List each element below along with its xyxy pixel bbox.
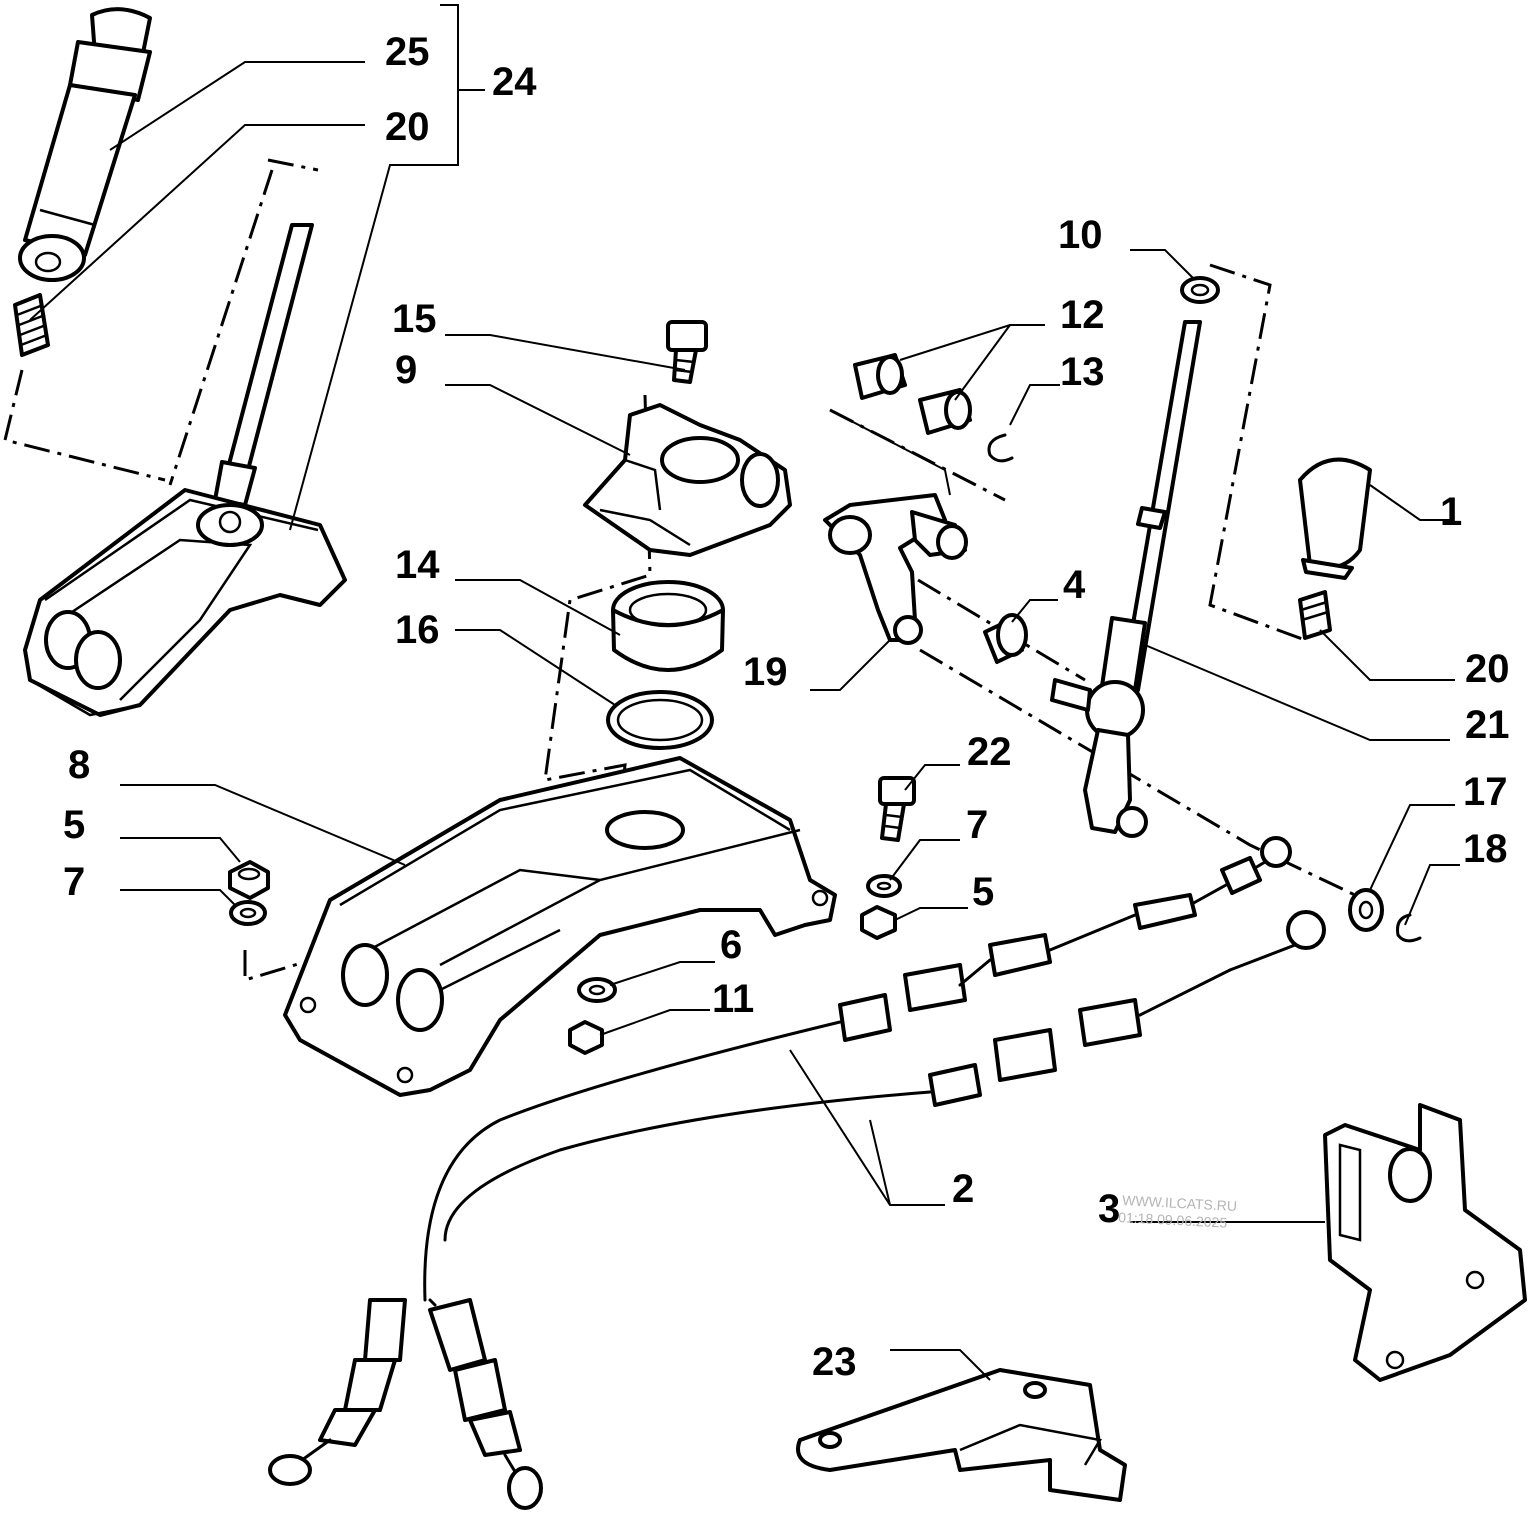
leader-1 bbox=[1369, 484, 1450, 521]
part-2-cables bbox=[268, 836, 1326, 1510]
part-24-lever-assembly bbox=[23, 223, 347, 717]
leader-15 bbox=[445, 334, 686, 371]
part-10-cap bbox=[1180, 276, 1220, 304]
callout-11: 11 bbox=[712, 977, 754, 1021]
leader-17 bbox=[1369, 804, 1455, 891]
axis-line bbox=[168, 169, 274, 486]
leader-21 bbox=[1144, 644, 1450, 741]
callout-20-left: 20 bbox=[385, 105, 430, 149]
part-7-washer-left bbox=[229, 900, 267, 926]
leader-14 bbox=[455, 579, 621, 636]
leader-12-lever bbox=[829, 409, 951, 496]
part-16-o-ring bbox=[606, 690, 714, 750]
leader-20b bbox=[1319, 629, 1455, 681]
leader-7b bbox=[889, 839, 960, 881]
callout-7-right: 7 bbox=[966, 803, 988, 847]
leader-7a bbox=[120, 889, 236, 906]
leader-12 bbox=[899, 324, 1045, 401]
part-7-washer-right bbox=[866, 874, 902, 898]
part-25-lever-rod bbox=[18, 7, 152, 282]
callout-19: 19 bbox=[743, 650, 788, 694]
part-11-nut bbox=[568, 1020, 604, 1055]
callout-23: 23 bbox=[812, 1340, 857, 1384]
leader-5b bbox=[894, 907, 968, 921]
leader-4 bbox=[1011, 599, 1058, 623]
axis-line bbox=[919, 648, 1356, 897]
part-17-washer bbox=[1348, 888, 1384, 932]
callout-4: 4 bbox=[1063, 563, 1086, 607]
leader-6 bbox=[609, 961, 715, 986]
leader-13 bbox=[1009, 384, 1060, 426]
callout-10: 10 bbox=[1058, 213, 1103, 257]
leader-2 bbox=[789, 1049, 945, 1206]
part-6-washer bbox=[577, 977, 617, 1003]
part-5-nut-right bbox=[860, 905, 897, 940]
callout-25: 25 bbox=[385, 30, 430, 74]
part-20-spring-left bbox=[13, 293, 50, 357]
leader-19 bbox=[810, 639, 891, 691]
callout-21: 21 bbox=[1465, 703, 1510, 747]
axis-line bbox=[3, 369, 166, 482]
part-4-bush bbox=[983, 613, 1028, 664]
leader-10 bbox=[1130, 249, 1196, 281]
axis-line bbox=[243, 950, 319, 983]
callout-24: 24 bbox=[492, 60, 537, 104]
part-19-lever bbox=[823, 493, 968, 645]
part-8-housing bbox=[283, 756, 837, 1097]
leader-18 bbox=[1404, 864, 1460, 926]
callouts: 1 2 3 4 5 5 6 7 7 8 9 10 11 12 13 14 15 … bbox=[63, 30, 1510, 1384]
callout-6: 6 bbox=[720, 923, 742, 967]
part-23-bracket bbox=[796, 1368, 1127, 1502]
callout-3: 3 bbox=[1098, 1187, 1120, 1231]
part-5-nut-left bbox=[228, 860, 270, 900]
callout-2: 2 bbox=[952, 1167, 974, 1211]
callout-1: 1 bbox=[1440, 490, 1462, 534]
leader-22 bbox=[904, 764, 960, 791]
axis-line bbox=[267, 158, 319, 172]
part-15-bolt bbox=[666, 320, 708, 384]
part-20-spring-right bbox=[1298, 590, 1332, 640]
part-12-bushings bbox=[853, 353, 972, 435]
axis-line bbox=[1208, 263, 1306, 642]
bracket-24 bbox=[440, 4, 459, 166]
leader-16 bbox=[455, 629, 616, 706]
leader-9 bbox=[445, 384, 631, 456]
leader-23 bbox=[890, 1349, 991, 1381]
leader-24b bbox=[289, 164, 440, 531]
callout-12: 12 bbox=[1060, 293, 1105, 337]
leader-5a bbox=[120, 837, 241, 863]
callout-5-right: 5 bbox=[972, 870, 994, 914]
leader-lines bbox=[29, 4, 1460, 1381]
part-13-clip bbox=[987, 433, 1014, 463]
leader-20a bbox=[29, 124, 365, 321]
callout-17: 17 bbox=[1463, 770, 1508, 814]
callout-5-left: 5 bbox=[63, 803, 85, 847]
callout-20-right: 20 bbox=[1465, 647, 1510, 691]
watermark-url: WWW.ILCATS.RU bbox=[1122, 1192, 1238, 1214]
part-22-bolt bbox=[878, 776, 916, 842]
callout-13: 13 bbox=[1060, 350, 1105, 394]
leader-11 bbox=[599, 1009, 710, 1036]
callout-22: 22 bbox=[967, 730, 1012, 774]
callout-16: 16 bbox=[395, 608, 440, 652]
callout-9: 9 bbox=[395, 348, 417, 392]
part-21-lever-lower bbox=[1050, 320, 1202, 838]
callout-14: 14 bbox=[395, 543, 440, 587]
callout-7-left: 7 bbox=[63, 860, 85, 904]
leader-25 bbox=[109, 61, 365, 151]
callout-15: 15 bbox=[392, 297, 437, 341]
watermark: WWW.ILCATS.RU 01:18 09.06.2025 bbox=[1118, 1192, 1238, 1231]
callout-18: 18 bbox=[1463, 827, 1508, 871]
watermark-timestamp: 01:18 09.06.2025 bbox=[1118, 1209, 1228, 1231]
part-1-knob bbox=[1298, 457, 1372, 580]
part-9-support bbox=[583, 403, 792, 557]
callout-8: 8 bbox=[68, 743, 90, 787]
part-14-boot bbox=[611, 580, 725, 672]
leader-8 bbox=[120, 784, 406, 866]
part-18-clip bbox=[1396, 913, 1422, 943]
part-3-bracket bbox=[1323, 1103, 1527, 1382]
